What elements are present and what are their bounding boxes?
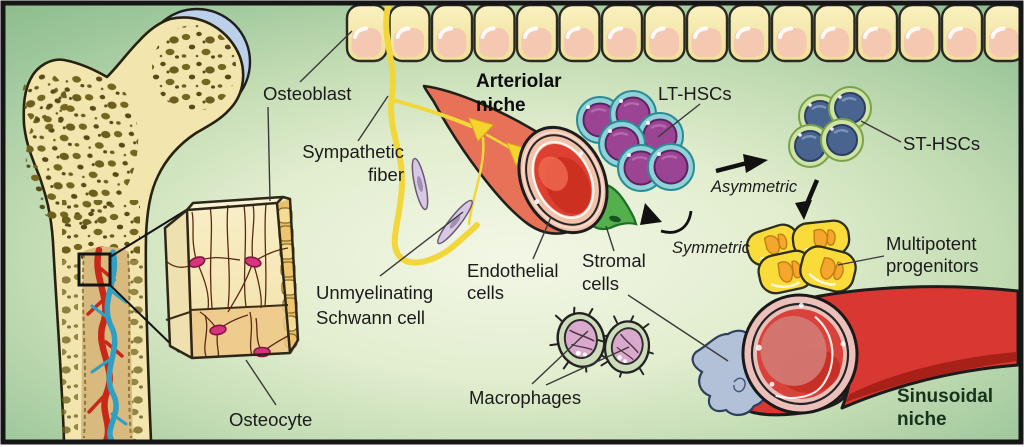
leader-sympathetic-fiber [357,95,389,142]
differentiation-arrow [795,179,820,220]
leader-schwann-cell [379,211,464,277]
schwann-cells [411,157,473,245]
label-sympathetic-fiber-1: Sympathetic [302,141,404,162]
leader-macrophage-1 [531,330,589,385]
leader-multipotent [837,255,885,266]
arteriole-opening [517,125,609,235]
label-osteoblast: Osteoblast [263,83,351,104]
label-lt-hscs: LT-HSCs [658,83,732,104]
magnifier-box [77,208,189,353]
label-stromal-cells-1: Stromal [582,250,646,271]
leader-stromal-short [605,225,615,252]
label-osteocyte: Osteocyte [229,409,312,430]
asymmetric-arrow [715,154,768,174]
label-multipotent-2: progenitors [886,255,979,276]
label-stromal-cells-2: cells [582,273,619,294]
label-symmetric: Symmetric [672,239,751,257]
leader-stromal-long [627,294,729,362]
sympathetic-fiber [383,5,480,266]
arteriole [391,84,638,235]
label-arteriolar-niche-1: Arteriolar [476,71,562,92]
macrophage-cells [549,306,654,378]
leader-macrophage-2 [545,346,630,386]
label-endothelial-cells-2: cells [467,282,504,303]
lt-hsc-cell [647,143,695,191]
femur-bone [22,7,252,440]
label-multipotent-1: Multipotent [886,233,977,254]
sinusoid-opening [741,293,859,415]
leader-lt-hscs [657,103,701,138]
leader-st-hscs [860,120,902,143]
leader-lines [245,30,902,406]
leader-osteocyte [245,359,277,406]
lt-hsc-cluster [576,90,695,192]
label-asymmetric: Asymmetric [710,178,798,196]
osteocyte-inset-cube [163,195,300,360]
spongy-bone-texture [22,25,236,440]
bone-marrow-cavity [81,246,133,440]
label-schwann-cell-2: Schwann cell [316,307,425,328]
leader-osteoblast [299,30,353,83]
multipotent-progenitor-cells [745,219,857,295]
st-hsc-cell [820,118,864,162]
label-endothelial-cells-1: Endothelial [467,260,559,281]
labels: Osteoblast Sympathetic fiber Arteriolar … [229,71,993,430]
label-macrophages: Macrophages [469,387,581,408]
sinusoid [691,285,1019,417]
st-hsc-cluster [788,86,872,168]
label-sinusoidal-niche-1: Sinusoidal [897,386,993,407]
label-arteriolar-niche-2: niche [476,95,526,116]
label-sympathetic-fiber-2: fiber [368,164,404,185]
label-schwann-cell-1: Unmyelinating [316,282,433,303]
marrow-vein [90,249,128,440]
symmetric-arrow [640,203,693,234]
label-sinusoidal-niche-2: niche [897,409,947,430]
leader-osteoblast-inset [267,106,271,202]
label-st-hscs: ST-HSCs [903,133,980,154]
leader-endothelial [532,216,552,260]
